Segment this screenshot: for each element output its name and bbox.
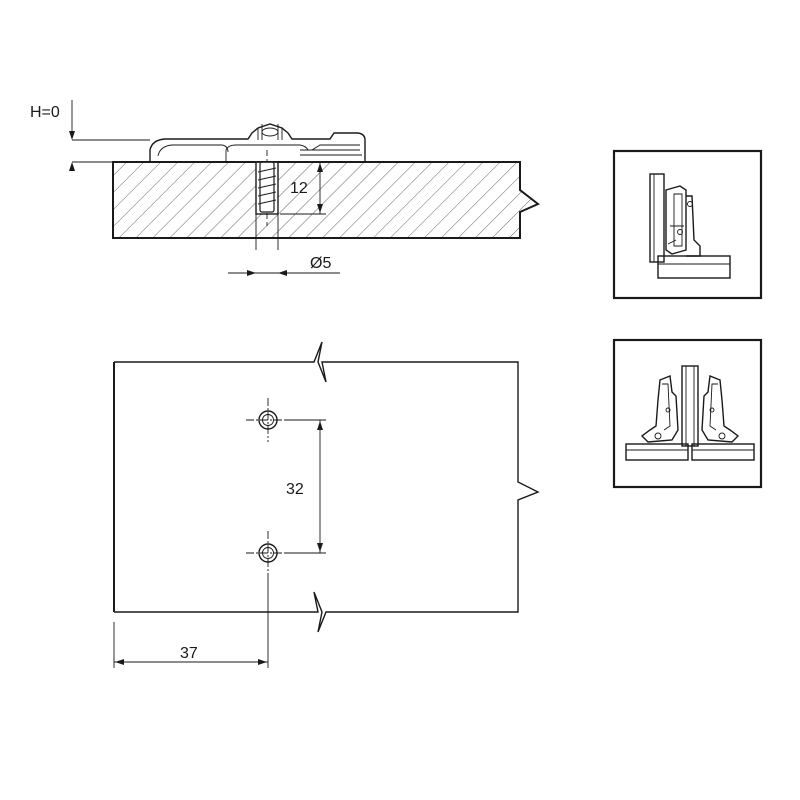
edge-distance-label: 37 (180, 645, 198, 662)
spacing-dimension: 32 (284, 419, 326, 554)
mounting-hole-top (246, 398, 290, 442)
depth-dimension: 12 (280, 162, 326, 215)
thumbnail-hinge-pair (612, 338, 763, 489)
height-label: H=0 (30, 104, 60, 121)
height-dimension: H=0 (30, 100, 150, 171)
depth-label: 12 (290, 180, 308, 197)
diameter-label: Ø5 (310, 255, 331, 272)
spacing-label: 32 (286, 481, 304, 498)
edge-distance-dimension: 37 (113, 622, 268, 668)
mounting-hole-bottom (246, 531, 290, 668)
panel-section (112, 161, 540, 239)
side-view: H=0 12 Ø5 (30, 100, 540, 276)
mounting-plate (149, 123, 366, 163)
diameter-dimension: Ø5 (228, 255, 340, 276)
dowel-insert (257, 161, 277, 213)
thumbnail-closed-hinge (612, 149, 763, 300)
panel-outline (113, 341, 540, 633)
top-view: 32 37 (113, 341, 540, 668)
